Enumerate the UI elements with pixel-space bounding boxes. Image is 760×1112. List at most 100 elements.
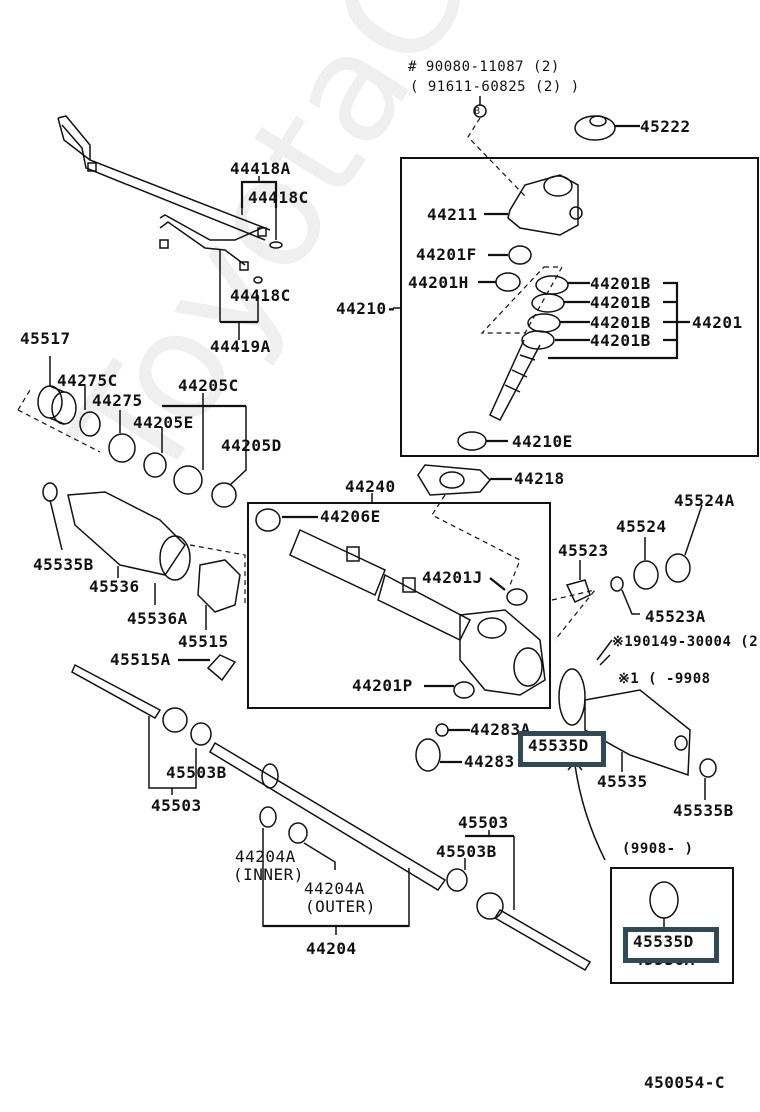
- part-45517-sleeve: [37, 385, 63, 419]
- part-44204a-inner-ring: [259, 806, 277, 828]
- label-45535d-highlighted[interactable]: 45535D: [528, 736, 589, 755]
- part-45503b-washer-left: [190, 722, 212, 746]
- rack-housing-tube: [289, 528, 386, 597]
- part-45536-boot-left: [67, 491, 186, 576]
- part-45515-bracket: [197, 559, 241, 613]
- label-45222[interactable]: 45222: [640, 117, 691, 136]
- label-45517[interactable]: 45517: [20, 329, 71, 348]
- label-45536a[interactable]: 45536A: [127, 609, 188, 628]
- part-45535d-clamp-inset: [649, 881, 679, 919]
- part-45535b-clamp-right: [699, 758, 717, 778]
- label-45536[interactable]: 45536: [89, 577, 140, 596]
- label-44204[interactable]: 44204: [306, 939, 357, 958]
- part-45535-boot-right: [584, 689, 691, 777]
- header-note-line2: ( 91611-60825 (2) ): [410, 79, 580, 95]
- part-44205e-seal: [143, 452, 167, 478]
- label-44201[interactable]: 44201: [692, 313, 743, 332]
- label-44205c[interactable]: 44205C: [178, 376, 239, 395]
- part-44204a-outer-ring: [288, 822, 308, 844]
- part-45535b-clamp-left: [42, 482, 58, 502]
- label-44201j[interactable]: 44201J: [422, 568, 483, 587]
- label-44418a[interactable]: 44418A: [230, 159, 291, 178]
- label-45524[interactable]: 45524: [616, 517, 667, 536]
- label-44418c-1[interactable]: 44418C: [248, 188, 309, 207]
- tie-rod-end-right: [476, 892, 504, 920]
- label-44210[interactable]: 44210-: [336, 299, 397, 318]
- label-44206e[interactable]: 44206E: [320, 507, 381, 526]
- part-45523-stopper: [565, 579, 591, 603]
- label-44275[interactable]: 44275: [92, 391, 143, 410]
- label-44283[interactable]: 44283: [464, 752, 515, 771]
- label-44201b-1[interactable]: 44201B: [590, 274, 651, 293]
- pressure-tubes: [57, 115, 283, 284]
- part-44205c-bushing: [173, 465, 203, 495]
- label-44204a-inner[interactable]: 44204A: [235, 847, 296, 866]
- label-44418c-2[interactable]: 44418C: [230, 286, 291, 305]
- label-44204a-outer[interactable]: 44204A: [304, 879, 365, 898]
- label-44211[interactable]: 44211: [427, 205, 478, 224]
- label-45524a[interactable]: 45524A: [674, 491, 735, 510]
- part-44283-boot: [415, 738, 441, 772]
- label-44201b-3[interactable]: 44201B: [590, 313, 651, 332]
- label-45523[interactable]: 45523: [558, 541, 609, 560]
- label-44275c[interactable]: 44275C: [57, 371, 118, 390]
- figure-id: 450054-C: [644, 1073, 726, 1092]
- label-44240[interactable]: 44240: [345, 477, 396, 496]
- part-44275-bushing: [108, 433, 136, 463]
- part-44206e-bushing: [255, 508, 281, 532]
- header-note-line1: # 90080-11087 (2): [408, 59, 560, 75]
- pinion-shaft: [489, 339, 541, 421]
- label-45535d-inset-highlighted[interactable]: 45535D: [633, 932, 694, 951]
- part-45222-cap: [574, 115, 616, 141]
- label-44205e[interactable]: 44205E: [133, 413, 194, 432]
- part-44201j-seal: [506, 588, 528, 606]
- rack-bar: [208, 741, 447, 892]
- label-45515[interactable]: 45515: [178, 632, 229, 651]
- label-45523a[interactable]: 45523A: [645, 607, 706, 626]
- highlight-box-45535d: [518, 731, 606, 767]
- assembly-box-44210: [400, 157, 759, 457]
- part-44205d-ring: [211, 482, 237, 508]
- part-44201p-seal: [453, 681, 475, 699]
- label-44205d[interactable]: 44205D: [221, 436, 282, 455]
- label-44283a[interactable]: 44283A: [470, 720, 531, 739]
- part-44275c-ring: [79, 411, 101, 437]
- label-44201p[interactable]: 44201P: [352, 676, 413, 695]
- label-outer-note: (OUTER): [305, 897, 376, 916]
- tie-rod-left: [71, 663, 162, 720]
- part-45524a-ring: [665, 553, 691, 583]
- note-1-9908: ※1 ( -9908: [618, 671, 711, 687]
- label-44218[interactable]: 44218: [514, 469, 565, 488]
- label-45535b-left[interactable]: 45535B: [33, 555, 94, 574]
- label-190149-30004[interactable]: ※190149-30004 (2: [612, 634, 759, 650]
- label-45535[interactable]: 45535: [597, 772, 648, 791]
- part-44201h-seal: [495, 272, 521, 292]
- part-44283a-nut: [435, 723, 449, 737]
- label-44201f[interactable]: 44201F: [416, 245, 477, 264]
- inset-box: [610, 867, 734, 984]
- label-45503-left[interactable]: 45503: [151, 796, 202, 815]
- label-45503b-left[interactable]: 45503B: [166, 763, 227, 782]
- bolt-symbol-label: B: [474, 106, 481, 117]
- label-44201h[interactable]: 44201H: [408, 273, 469, 292]
- part-44210e-seal: [457, 431, 487, 451]
- assembly-box-44240: [247, 502, 551, 709]
- label-44201b-2[interactable]: 44201B: [590, 293, 651, 312]
- part-45503b-washer-right: [446, 868, 468, 892]
- rack-housing-valve-body: [459, 609, 546, 696]
- part-45515a-grommet: [206, 654, 237, 682]
- label-44201b-4[interactable]: 44201B: [590, 331, 651, 350]
- note-9908-range: (9908- ): [622, 841, 694, 857]
- part-44218-gasket: [417, 464, 492, 496]
- label-45503b-right[interactable]: 45503B: [436, 842, 497, 861]
- part-45524-cap: [633, 560, 659, 590]
- label-inner-note: (INNER): [233, 865, 304, 884]
- label-44210e[interactable]: 44210E: [512, 432, 573, 451]
- part-44201f-seal: [508, 245, 532, 265]
- part-45536a-clamp-left: [159, 535, 191, 581]
- label-45503-right[interactable]: 45503: [458, 813, 509, 832]
- label-45535b-right[interactable]: 45535B: [673, 801, 734, 820]
- label-45515a[interactable]: 45515A: [110, 650, 171, 669]
- label-44419a[interactable]: 44419A: [210, 337, 271, 356]
